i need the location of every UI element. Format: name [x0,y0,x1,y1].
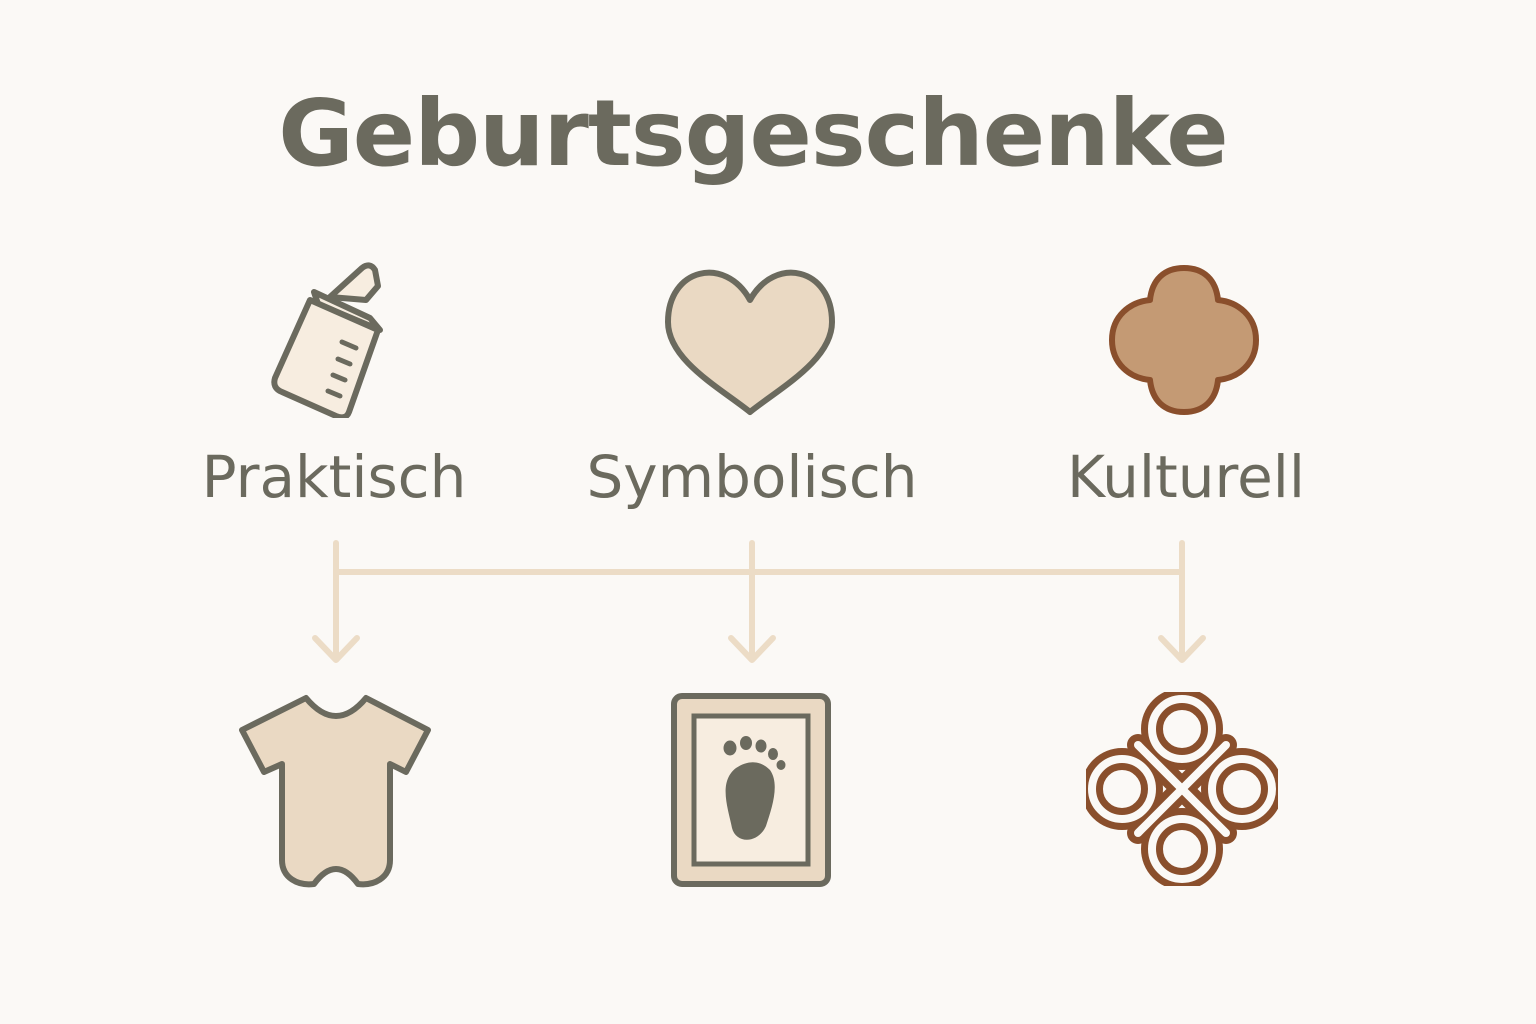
diagram-title: Geburtsgeschenke [278,80,1228,187]
category-label-praktisch: Praktisch [201,443,467,511]
category-label-symbolisch: Symbolisch [586,443,918,511]
baby-bodysuit-icon [239,695,431,888]
framed-footprint-icon [671,693,831,887]
arrowhead-praktisch [312,635,360,663]
category-label-kulturell: Kulturell [1066,443,1305,511]
arrowhead-symbolisch [728,635,776,663]
heart-icon [665,269,835,415]
quatrefoil-icon [1109,265,1259,415]
endless-knot-icon [1086,692,1278,886]
arrowhead-kulturell [1158,635,1206,663]
baby-bottle-icon [271,262,383,418]
